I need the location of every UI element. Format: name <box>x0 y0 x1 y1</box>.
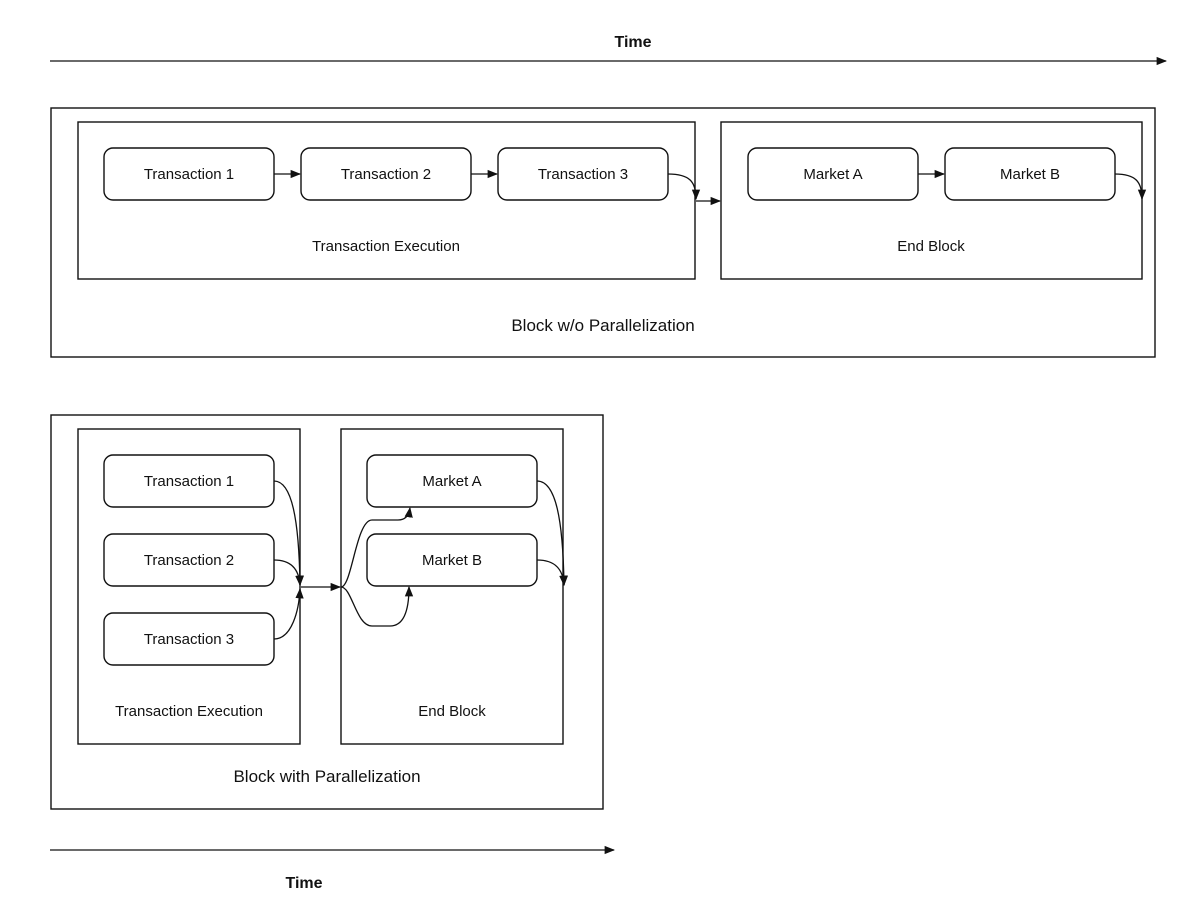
bottom-edge-fork-marketa <box>340 506 413 588</box>
svg-text:Transaction 2: Transaction 2 <box>341 166 431 183</box>
svg-text:Market A: Market A <box>803 166 862 183</box>
top-edge-tx3-out <box>667 173 701 201</box>
bottom-transaction-2-node: Transaction 2 <box>103 533 275 587</box>
bottom-block-label: Block with Parallelization <box>233 767 420 786</box>
bottom-edge-tx2-merge <box>273 559 304 587</box>
top-market-b-node: Market B <box>944 147 1116 201</box>
bottom-edge-fork-marketb <box>340 585 414 627</box>
top-block-container <box>50 107 1156 358</box>
top-exec-group-label: Transaction Execution <box>312 238 460 255</box>
bottom-block-container <box>50 414 604 810</box>
bottom-exec-group-label: Transaction Execution <box>115 703 263 720</box>
svg-text:Market A: Market A <box>422 473 481 490</box>
svg-text:Market B: Market B <box>422 552 482 569</box>
svg-text:Transaction 3: Transaction 3 <box>538 166 628 183</box>
bottom-market-b-node: Market B <box>366 533 538 587</box>
svg-text:Market B: Market B <box>1000 166 1060 183</box>
top-block-label: Block w/o Parallelization <box>511 316 694 335</box>
time-label-bottom: Time <box>285 875 322 892</box>
bottom-transaction-3-node: Transaction 3 <box>103 612 275 666</box>
bottom-edge-marketb-out <box>536 559 568 587</box>
time-label-top: Time <box>614 34 651 51</box>
bottom-edge-tx3-merge <box>273 587 304 640</box>
top-transaction-2-node: Transaction 2 <box>300 147 472 201</box>
top-edge-marketb-out <box>1114 173 1147 201</box>
top-market-a-node: Market A <box>747 147 919 201</box>
bottom-market-a-node: Market A <box>366 454 538 508</box>
bottom-exec-group <box>77 428 301 745</box>
top-transaction-3-node: Transaction 3 <box>497 147 669 201</box>
bottom-transaction-1-node: Transaction 1 <box>103 454 275 508</box>
top-end-group-label: End Block <box>897 238 965 255</box>
top-transaction-1-node: Transaction 1 <box>103 147 275 201</box>
svg-text:Transaction 1: Transaction 1 <box>144 473 234 490</box>
bottom-edge-tx1-merge <box>273 480 305 587</box>
bottom-edge-marketa-out <box>536 480 569 587</box>
top-exec-group <box>77 121 696 280</box>
svg-text:Transaction 3: Transaction 3 <box>144 631 234 648</box>
bottom-end-group-label: End Block <box>418 703 486 720</box>
svg-text:Transaction 2: Transaction 2 <box>144 552 234 569</box>
svg-text:Transaction 1: Transaction 1 <box>144 166 234 183</box>
